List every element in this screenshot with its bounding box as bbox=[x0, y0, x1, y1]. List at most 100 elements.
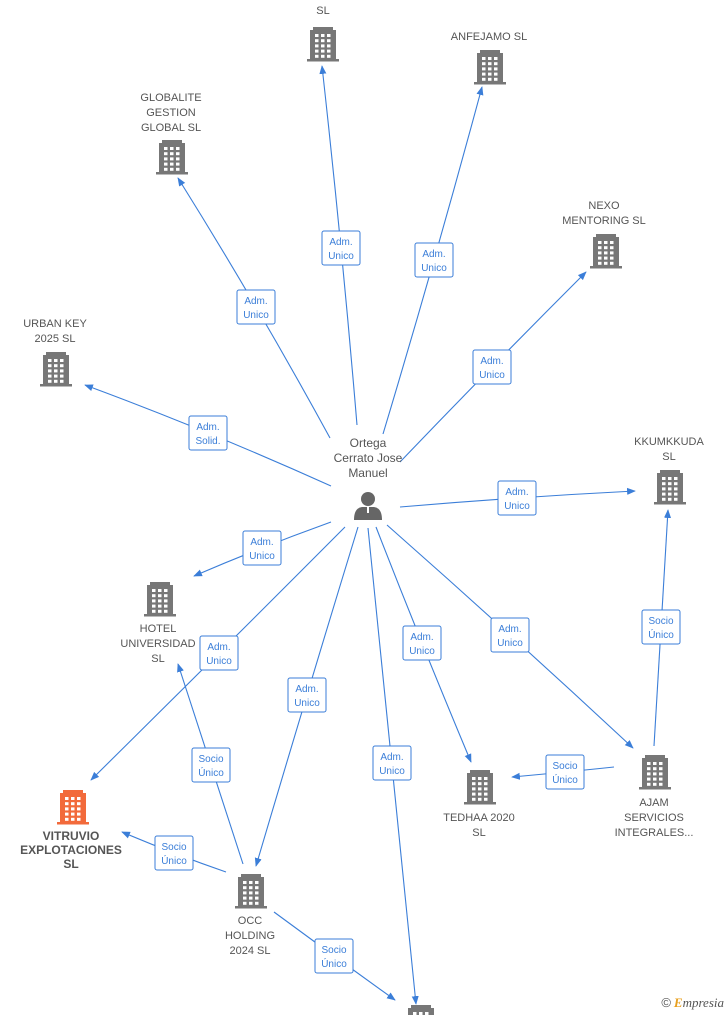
node-label-line: Manuel bbox=[348, 466, 387, 480]
edge-label-person-globalite[interactable]: Adm. Unico bbox=[236, 289, 276, 325]
edge-label-person-vitruvio[interactable]: Adm.Unico bbox=[199, 635, 239, 671]
node-label-line: URBAN KEY bbox=[23, 318, 87, 330]
building-icon bbox=[235, 874, 267, 909]
edge-label-text: Adm. bbox=[329, 237, 352, 248]
edge-label-box bbox=[154, 835, 194, 871]
edge-label-text: Único bbox=[198, 766, 224, 779]
edge-label-text: Socio bbox=[321, 945, 346, 956]
node-label: AJAMSERVICIOSINTEGRALES... bbox=[615, 797, 694, 839]
node-label-line: HOLDING bbox=[225, 930, 275, 942]
edge-label-box bbox=[497, 480, 537, 516]
edge-label-text: Único bbox=[648, 628, 674, 641]
edge-label-text: Socio bbox=[648, 616, 673, 627]
node-label-line: SL bbox=[63, 857, 78, 871]
edge-label-box bbox=[188, 415, 228, 451]
edge-label-text: Unico bbox=[206, 656, 232, 667]
building-icon bbox=[307, 27, 339, 62]
building-icon bbox=[156, 140, 188, 175]
node-kkumkkuda[interactable]: KKUMKKUDA SL bbox=[634, 436, 704, 505]
edge-label-text: Unico bbox=[243, 310, 269, 321]
edge-label-box bbox=[242, 530, 282, 566]
building-icon bbox=[654, 470, 686, 505]
edge-label-text: Adm. bbox=[295, 684, 318, 695]
node-label-line: OCC bbox=[238, 915, 263, 927]
node-label-line: INTEGRALES... bbox=[615, 827, 694, 839]
edge-label-text: Adm. bbox=[505, 487, 528, 498]
edge-label-person-bottom[interactable]: Adm. Unico bbox=[372, 745, 412, 781]
node-label-line: KKUMKKUDA bbox=[634, 436, 704, 448]
person-icon bbox=[354, 492, 382, 520]
node-label-line: 2024 SL bbox=[230, 945, 271, 957]
node-label-line: UNIVERSIDAD bbox=[120, 638, 195, 650]
edge-label-box bbox=[236, 289, 276, 325]
node-rastreos[interactable]: RASTREOS 22SL bbox=[285, 0, 361, 62]
node-label: ANFEJAMO SL bbox=[451, 31, 527, 43]
node-label-line: SL bbox=[151, 653, 164, 665]
node-bottom[interactable] bbox=[405, 1005, 437, 1015]
edge-label-text: Unico bbox=[409, 646, 435, 657]
edge-label-text: Solid. bbox=[195, 436, 220, 447]
edge-label-text: Unico bbox=[379, 766, 405, 777]
edge-label-person-hotel[interactable]: Adm.Unico bbox=[242, 530, 282, 566]
edge-label-box bbox=[372, 745, 412, 781]
edge-label-box bbox=[490, 617, 530, 653]
building-icon bbox=[474, 50, 506, 85]
building-icon bbox=[464, 770, 496, 805]
node-label-line: GESTION bbox=[146, 107, 196, 119]
node-ajam[interactable]: AJAMSERVICIOSINTEGRALES... bbox=[615, 755, 694, 839]
building-icon bbox=[408, 1005, 434, 1015]
node-label-line: Ortega bbox=[350, 436, 387, 450]
edge-label-text: Único bbox=[552, 773, 578, 786]
node-label-line: Cerrato Jose bbox=[334, 451, 403, 465]
edge-label-person-tedhaa[interactable]: Adm.Unico bbox=[402, 625, 442, 661]
brand-initial: E bbox=[673, 995, 683, 1010]
node-label-line: TEDHAA 2020 bbox=[443, 812, 515, 824]
edge-label-person-nexo[interactable]: Adm.Unico bbox=[472, 349, 512, 385]
edge-label-text: Adm. bbox=[196, 422, 219, 433]
node-label-line: SL bbox=[316, 5, 329, 17]
node-occ[interactable]: OCC HOLDING 2024 SL bbox=[225, 874, 275, 957]
building-icon bbox=[57, 790, 89, 825]
node-label-line: SL bbox=[472, 827, 485, 839]
edge-label-text: Adm. bbox=[244, 296, 267, 307]
edge-label-box bbox=[199, 635, 239, 671]
edge-label-person-kkumkkuda[interactable]: Adm.Unico bbox=[497, 480, 537, 516]
edge-label-person-ajam[interactable]: Adm.Unico bbox=[490, 617, 530, 653]
edge-label-text: Adm. bbox=[380, 752, 403, 763]
edge-label-person-urbankey[interactable]: Adm. Solid. bbox=[188, 415, 228, 451]
edge-label-person-rastreos[interactable]: Adm.Unico bbox=[321, 230, 361, 266]
node-label-line: SL bbox=[662, 451, 675, 463]
edge-label-person-occ[interactable]: Adm. Unico bbox=[287, 677, 327, 713]
edge-label-text: Unico bbox=[294, 698, 320, 709]
edge-label-text: Unico bbox=[421, 263, 447, 274]
node-anfejamo[interactable]: ANFEJAMO SL bbox=[451, 31, 527, 85]
node-label-line: GLOBALITE bbox=[140, 92, 201, 104]
node-label: RASTREOS 22SL bbox=[285, 0, 361, 17]
edge-label-person-anfejamo[interactable]: Adm.Unico bbox=[414, 242, 454, 278]
copyright-symbol: © bbox=[661, 995, 671, 1010]
edge-label-text: Único bbox=[161, 854, 187, 867]
edge-label-box bbox=[321, 230, 361, 266]
edge-label-text: Unico bbox=[479, 370, 505, 381]
node-label-line: NEXO bbox=[588, 200, 620, 212]
